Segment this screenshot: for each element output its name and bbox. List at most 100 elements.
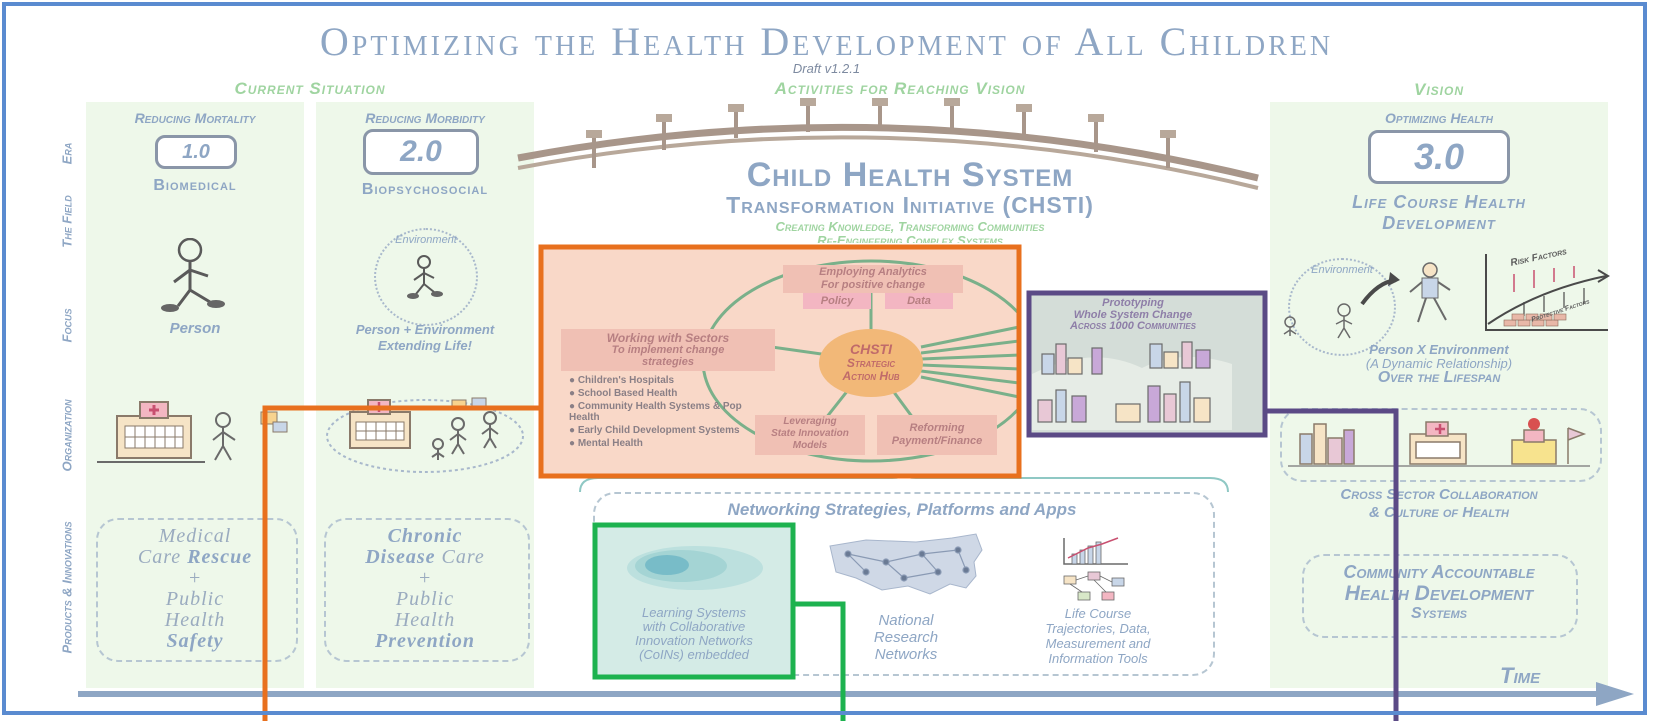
vision-org-line2: & Culture of Health — [1369, 504, 1509, 521]
lifecourse-line4: Information Tools — [1048, 651, 1148, 666]
hub-label-action-hub: Action Hub — [842, 369, 900, 383]
reforming-box — [877, 415, 997, 455]
communities-illustration — [1032, 341, 1232, 430]
sector-item: ● Early Child Development Systems — [569, 425, 740, 436]
col2-product-plus: + — [417, 567, 433, 589]
time-label: Time — [1500, 663, 1541, 688]
analytics-line2: For positive change — [821, 279, 925, 291]
time-arrow — [78, 682, 1634, 706]
community-buildings-icon — [1288, 418, 1590, 467]
col-biomedical-bg — [86, 102, 304, 688]
risk-protective-chart-icon — [1485, 254, 1610, 331]
col1-product-care: Care — [137, 546, 188, 568]
sectors-list: ● Children's Hospitals ● School Based He… — [569, 375, 759, 449]
analytics-box — [783, 265, 963, 293]
learning-line3: Innovation Networks — [635, 633, 753, 648]
col1-products: Medical Care Rescue + Public Health Safe… — [86, 526, 304, 652]
leveraging-line3: Models — [792, 440, 828, 451]
col2-products: Chronic Disease Care + Public Health Pre… — [316, 526, 534, 652]
col2-environment-label: Environment — [395, 234, 457, 246]
vision-environment-circle — [1288, 258, 1396, 356]
sector-item-text: Mental Health — [577, 438, 643, 449]
vision-products-line1: Community Accountable — [1343, 562, 1535, 582]
orange-highlight-box — [538, 244, 1022, 479]
policy-tag: Policy — [803, 293, 871, 309]
strategic-hub-panel: CHSTI Strategic Action Hub Employing Ana… — [541, 247, 1019, 476]
vision-field-line2: Development — [1382, 213, 1496, 233]
col1-product-safety: Safety — [86, 631, 304, 652]
sector-item-text: Community Health Systems & Pop Health — [569, 401, 742, 423]
sectors-line1: Working with Sectors — [606, 331, 730, 345]
hub-label-strategic: Strategic — [846, 356, 896, 370]
lifecourse-line1: Life Course — [1064, 606, 1132, 621]
orange-connector — [262, 405, 541, 721]
focus-person-environment: Person + Environment — [355, 322, 495, 337]
col2-heading: Reducing Morbidity — [365, 110, 485, 126]
sectors-line2: To implement change — [611, 344, 725, 356]
vision-focus-line3: Over the Lifespan — [1377, 369, 1501, 386]
vision-org-box — [1280, 408, 1602, 482]
vision-focus-line2: (A Dynamic Relationship) — [1365, 356, 1513, 371]
lifecourse-line2: Trajectories, Data, — [1045, 621, 1151, 636]
field-biopsychosocial: Biopsychosocial — [361, 181, 489, 198]
sector-item-text: School Based Health — [577, 388, 678, 399]
us-network-map — [829, 533, 983, 595]
tagline-2: Re-Engineering Complex Systems — [817, 233, 1003, 243]
learning-line1: Learning Systems — [641, 605, 747, 620]
sector-item: ● Community Health Systems & Pop Health — [569, 401, 742, 423]
sectors-box — [561, 329, 775, 371]
col1-heading: Reducing Mortality — [134, 110, 256, 126]
col1-products-box — [96, 518, 298, 662]
col-vision-bg — [1270, 102, 1608, 688]
prototyping-line3: Across 1000 Communities — [1069, 320, 1197, 332]
section-activities: Activities for Reaching Vision — [774, 79, 1026, 98]
coin-target-icon — [627, 546, 763, 590]
col2-product-disease: Disease — [365, 546, 436, 568]
data-tools-icon — [1063, 537, 1128, 601]
field-biomedical: Biomedical — [153, 177, 237, 194]
col2-product-care: Care — [435, 546, 485, 568]
era-3-badge: 3.0 — [1368, 130, 1510, 184]
col2-product-prevention-text: Prevention — [375, 630, 475, 652]
leveraging-line2: State Innovation — [771, 428, 849, 439]
col2-products-box — [324, 518, 530, 662]
sector-item: ● School Based Health — [569, 388, 678, 399]
vision-products-line2: Health Development — [1344, 582, 1534, 605]
green-highlight-box — [592, 522, 796, 680]
networking-bracket — [579, 474, 1229, 493]
focus-extending-life: Extending Life! — [378, 338, 472, 353]
vision-org-line1: Cross Sector Collaboration — [1340, 486, 1538, 503]
vision-environment-label: Environment — [1311, 264, 1373, 276]
sector-item: ● Mental Health — [569, 438, 643, 449]
national-line2: Research — [873, 629, 939, 646]
child-health-system-title: Child Health System — [746, 156, 1074, 194]
purple-highlight-box — [1026, 290, 1268, 438]
col1-product-line2: Care Rescue — [86, 547, 304, 568]
leveraging-line1: Leveraging — [783, 416, 837, 427]
hospital-icon — [97, 401, 288, 463]
learning-line2: with Collaborative — [642, 619, 746, 634]
lifecourse-line3: Measurement and — [1045, 636, 1151, 651]
hospital-network-icon — [326, 397, 524, 473]
col1-product-health: Health — [164, 609, 226, 631]
environment-circle — [374, 228, 478, 326]
analytics-line1: Employing Analytics — [819, 266, 927, 278]
era-2-badge: 2.0 — [363, 129, 479, 175]
sectors-line3: strategies — [642, 356, 694, 368]
person-icon — [161, 238, 225, 312]
vision-products-box — [1302, 554, 1578, 638]
focus-person: Person — [169, 320, 221, 337]
vision-products-line3: Systems — [1411, 605, 1467, 622]
section-current-situation: Current Situation — [234, 79, 386, 98]
sector-item-text: Early Child Development Systems — [577, 425, 740, 436]
col2-product-chronic: Chronic — [316, 526, 534, 547]
sector-item: ● Children's Hospitals — [569, 375, 675, 386]
learning-line4: (CoINs) embedded — [639, 647, 749, 662]
national-line3: Networks — [874, 646, 938, 663]
person-in-environment-icon — [407, 255, 443, 299]
prototyping-line1: Prototyping — [1102, 297, 1164, 309]
prototyping-line2: Whole System Change — [1073, 309, 1193, 321]
reforming-line1: Reforming — [909, 422, 965, 434]
